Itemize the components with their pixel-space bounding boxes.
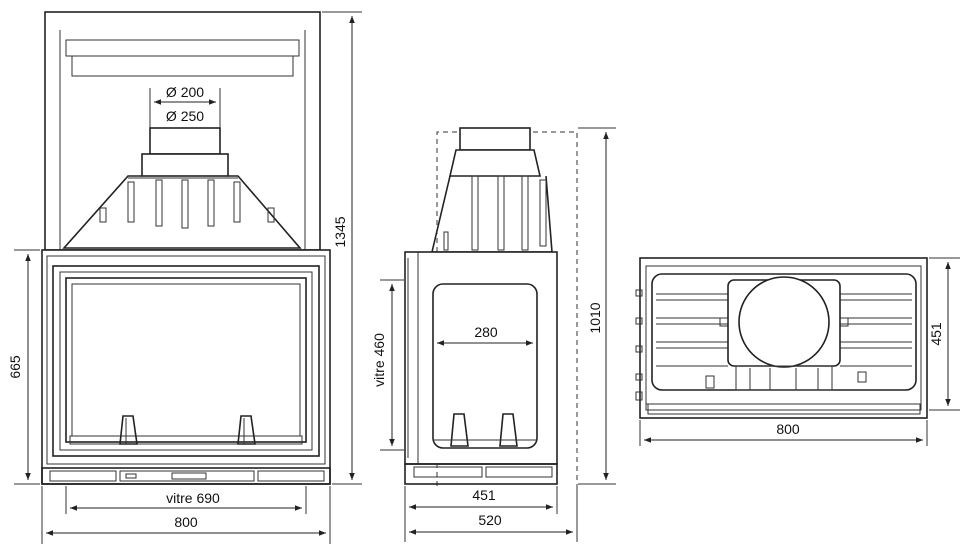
dim-side-depth-inner: 451 bbox=[472, 487, 496, 503]
dim-side-glass-width: 280 bbox=[474, 324, 498, 340]
front-flue-dims: Ø 200 Ø 250 bbox=[149, 84, 221, 128]
dim-top-depth: 451 bbox=[928, 322, 944, 346]
dim-flue-200: Ø 200 bbox=[166, 84, 204, 100]
front-bottom-bar bbox=[41, 467, 331, 485]
dim-front-width: 800 bbox=[174, 514, 198, 530]
front-hood-cone bbox=[62, 175, 302, 249]
top-slats bbox=[635, 289, 912, 401]
side-view: 280 vitre 460 1010 451 520 bbox=[371, 127, 616, 542]
dim-top-width: 800 bbox=[776, 421, 800, 437]
front-dim-lines: vitre 690 800 665 1345 bbox=[7, 11, 362, 544]
dim-front-height: 665 bbox=[7, 355, 23, 379]
front-flue-collar bbox=[141, 127, 229, 177]
side-andirons bbox=[433, 413, 537, 447]
dim-flue-250: Ø 250 bbox=[166, 108, 204, 124]
side-dim-lines: 280 vitre 460 1010 451 520 bbox=[371, 127, 616, 542]
front-andirons bbox=[119, 415, 256, 445]
dim-side-depth-outer: 520 bbox=[478, 512, 502, 528]
dim-side-glass-height: vitre 460 bbox=[371, 333, 387, 387]
top-dim-lines: 800 451 bbox=[639, 257, 960, 446]
top-flue-collar bbox=[705, 276, 841, 391]
top-view: 800 451 bbox=[635, 257, 960, 446]
side-hood bbox=[430, 175, 553, 253]
side-body bbox=[404, 251, 558, 485]
dim-front-glass-width: vitre 690 bbox=[166, 490, 220, 506]
dim-front-total-height: 1345 bbox=[332, 216, 348, 247]
front-view: Ø 200 Ø 250 bbox=[7, 11, 362, 544]
side-flue-collar bbox=[448, 127, 542, 177]
dim-side-height: 1010 bbox=[587, 302, 603, 333]
front-firebox bbox=[41, 249, 331, 485]
